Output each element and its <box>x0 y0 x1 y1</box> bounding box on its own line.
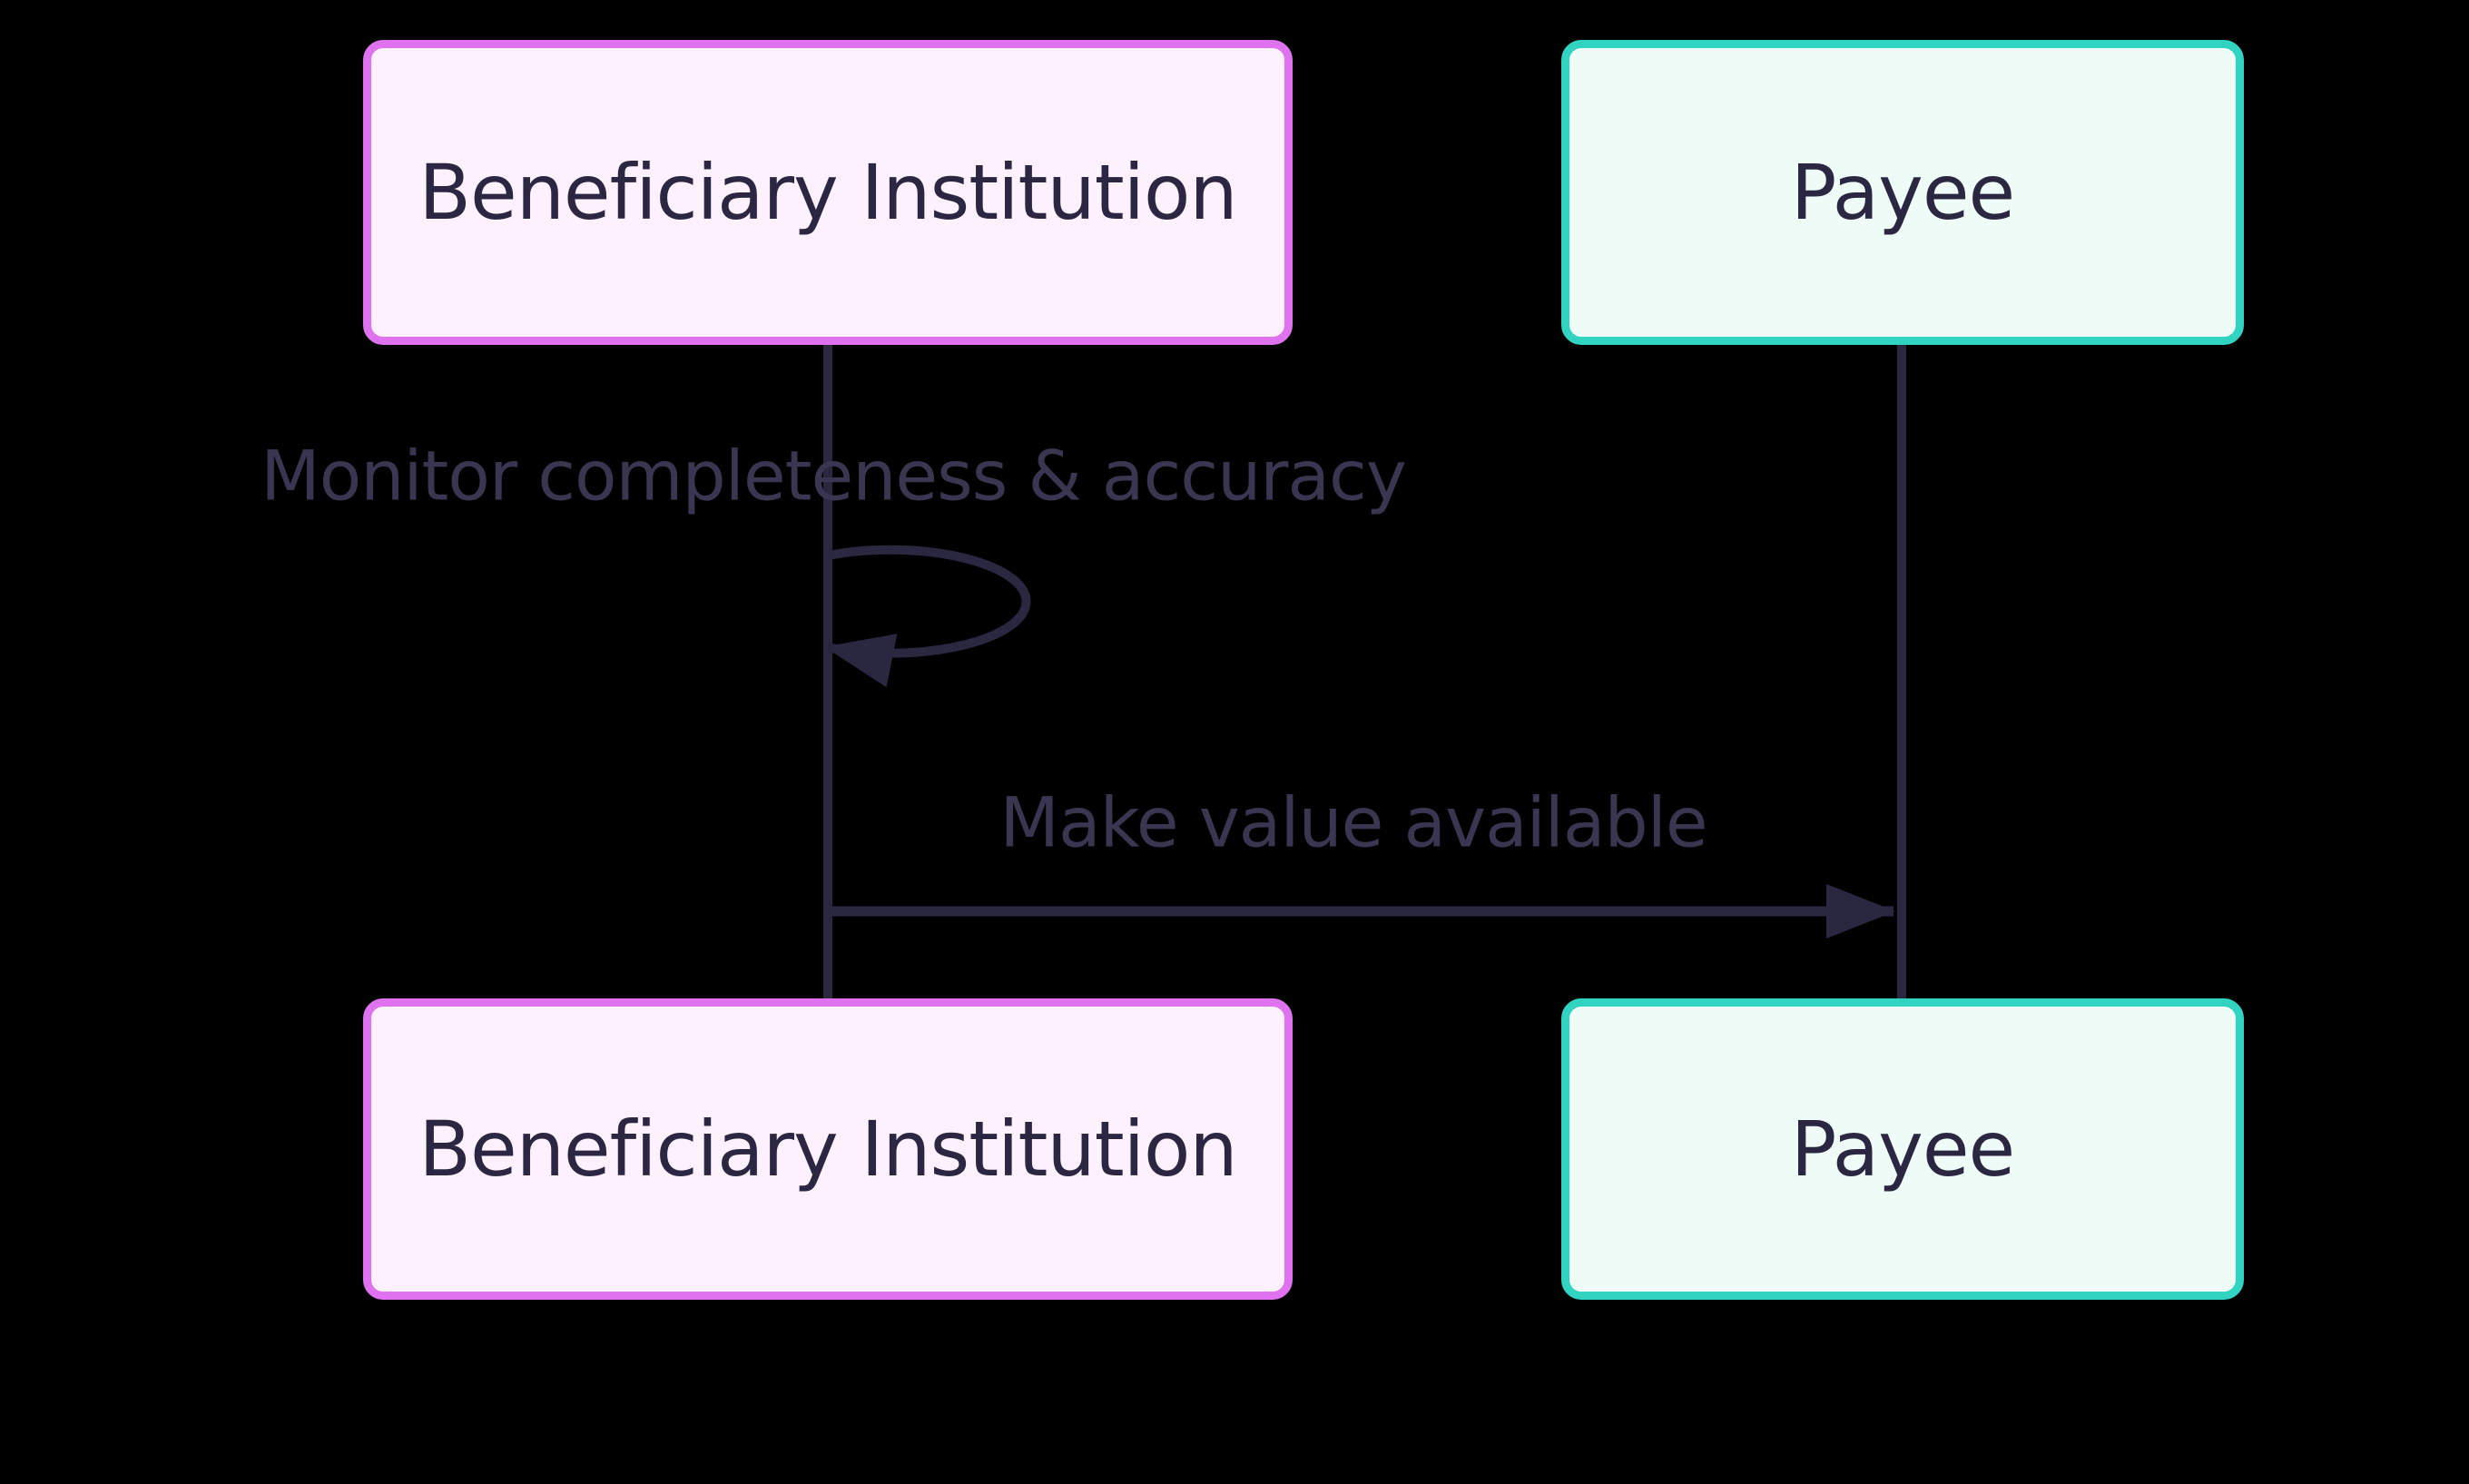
actor-box-beneficiary-bottom: Beneficiary Institution <box>363 998 1293 1300</box>
self-loop-arrow-icon <box>824 545 1031 688</box>
actor-box-beneficiary-top: Beneficiary Institution <box>363 40 1293 345</box>
actor-box-payee-top: Payee <box>1561 40 2244 345</box>
message-label-make-value-available: Make value available <box>999 781 1707 863</box>
message-label-monitor-completeness: Monitor completeness & accuracy <box>261 435 1407 516</box>
actor-box-payee-bottom: Payee <box>1561 998 2244 1300</box>
